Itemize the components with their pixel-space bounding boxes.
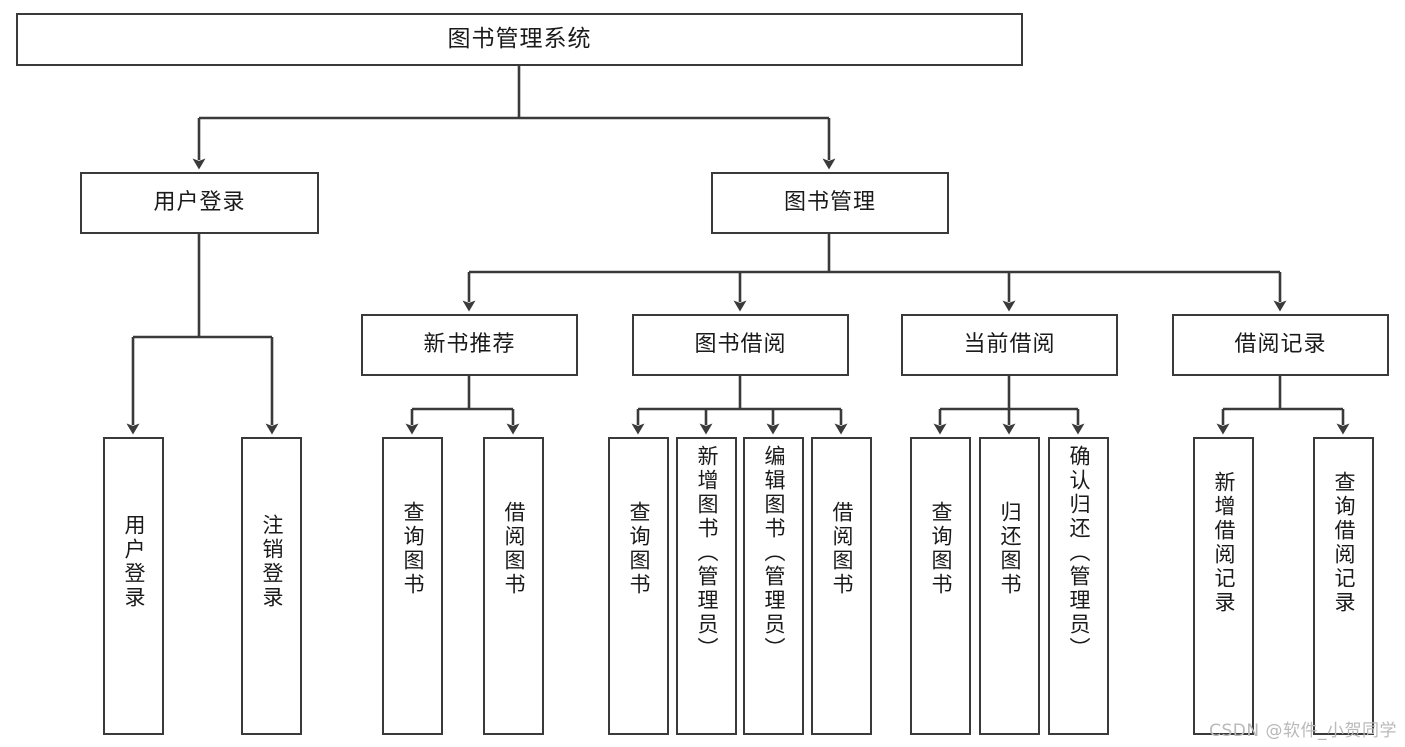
node-leaf-borrow-book-1[interactable]: 借阅图书 [483, 437, 544, 735]
node-root-label: 图书管理系统 [447, 25, 592, 52]
node-leaf-user-login-label: 用户登录 [122, 514, 146, 610]
node-leaf-query-book-1-label: 查询图书 [401, 501, 425, 597]
node-leaf-query-borrow-record-label: 查询借阅记录 [1332, 471, 1356, 615]
node-leaf-borrow-book-1-label: 借阅图书 [502, 501, 526, 597]
node-leaf-query-book-3[interactable]: 查询图书 [910, 437, 971, 735]
node-leaf-logout[interactable]: 注销登录 [241, 437, 302, 735]
node-root[interactable]: 图书管理系统 [16, 13, 1023, 66]
node-leaf-query-book-2[interactable]: 查询图书 [608, 437, 669, 735]
node-borrow-record-label: 借阅记录 [1234, 331, 1327, 357]
node-leaf-edit-book[interactable]: 编辑图书（管理员） [743, 437, 804, 735]
node-leaf-query-book-3-label: 查询图书 [929, 501, 953, 597]
node-leaf-add-book[interactable]: 新增图书（管理员） [676, 437, 737, 735]
node-leaf-query-book-2-label: 查询图书 [627, 501, 651, 597]
node-leaf-confirm-return[interactable]: 确认归还（管理员） [1048, 437, 1109, 735]
node-current-borrow-label: 当前借阅 [963, 331, 1056, 357]
node-current-borrow[interactable]: 当前借阅 [901, 314, 1118, 376]
node-leaf-user-login[interactable]: 用户登录 [103, 437, 164, 735]
node-book-manage[interactable]: 图书管理 [711, 172, 949, 234]
node-leaf-edit-book-label: 编辑图书（管理员） [762, 445, 786, 661]
node-book-manage-label: 图书管理 [783, 189, 876, 215]
node-leaf-query-borrow-record[interactable]: 查询借阅记录 [1313, 437, 1374, 735]
node-leaf-return-book-label: 归还图书 [998, 501, 1022, 597]
node-leaf-add-book-label: 新增图书（管理员） [695, 445, 719, 661]
node-borrow-record[interactable]: 借阅记录 [1172, 314, 1389, 376]
node-book-borrow[interactable]: 图书借阅 [632, 314, 849, 376]
node-new-book-recommend-label: 新书推荐 [423, 331, 516, 357]
node-book-borrow-label: 图书借阅 [694, 331, 787, 357]
csdn-watermark: CSDN @软件_小贺同学 [1209, 721, 1397, 741]
node-leaf-add-borrow-record-label: 新增借阅记录 [1212, 471, 1236, 615]
node-leaf-return-book[interactable]: 归还图书 [979, 437, 1040, 735]
node-new-book-recommend[interactable]: 新书推荐 [361, 314, 578, 376]
node-leaf-add-borrow-record[interactable]: 新增借阅记录 [1193, 437, 1254, 735]
node-leaf-confirm-return-label: 确认归还（管理员） [1067, 445, 1091, 661]
node-leaf-borrow-book-2-label: 借阅图书 [830, 501, 854, 597]
node-leaf-query-book-1[interactable]: 查询图书 [382, 437, 443, 735]
node-leaf-logout-label: 注销登录 [260, 514, 284, 610]
node-leaf-borrow-book-2[interactable]: 借阅图书 [811, 437, 872, 735]
node-user-login-label: 用户登录 [153, 189, 246, 215]
node-user-login[interactable]: 用户登录 [80, 172, 319, 234]
